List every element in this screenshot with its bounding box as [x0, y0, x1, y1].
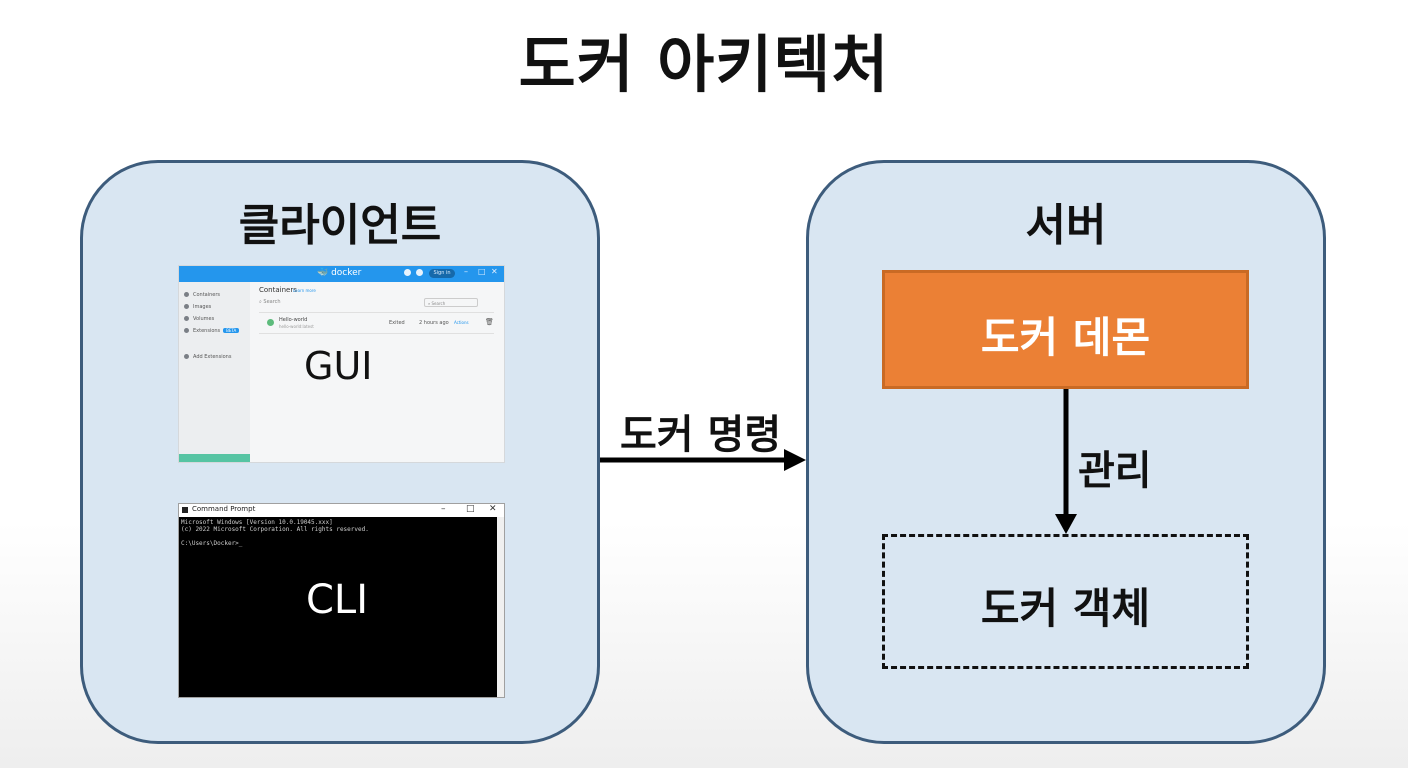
server-title: 서버	[1025, 200, 1107, 251]
cli-window: Command Prompt – □ ✕ Microsoft Windows […	[178, 503, 505, 698]
gui-window: 🐳 docker Sign in – □ ✕ Containers Images…	[178, 265, 505, 463]
sidebar-item-images: Images	[184, 304, 211, 310]
cli-label: CLI	[306, 577, 369, 623]
cli-scrollbar	[497, 517, 504, 697]
diagram-title: 도커 아키텍처	[518, 28, 890, 101]
close-icon: ✕	[489, 504, 497, 514]
container-actions: Actions	[454, 320, 469, 325]
cli-line-2: (c) 2022 Microsoft Corporation. All righ…	[181, 526, 369, 533]
containers-icon	[184, 292, 189, 297]
manage-edge-label: 관리	[1078, 448, 1152, 494]
cli-line-3: C:\Users\Docker>_	[181, 540, 243, 547]
add-icon	[184, 354, 189, 359]
gui-green-strip	[179, 454, 250, 462]
gui-label: GUI	[304, 344, 373, 388]
container-time: 2 hours ago	[419, 320, 449, 326]
container-name: Hello-world	[279, 317, 308, 323]
sidebar-item-add-extensions: Add Extensions	[184, 354, 231, 360]
cmd-icon	[182, 507, 188, 513]
gui-titlebar: 🐳 docker Sign in – □ ✕	[179, 266, 504, 282]
gui-main-title: Containers	[259, 286, 297, 294]
docker-objects-box: 도커 객체	[882, 534, 1249, 669]
sidebar-item-volumes: Volumes	[184, 316, 214, 322]
beta-badge: BETA	[223, 328, 240, 333]
signin-button: Sign in	[429, 269, 455, 278]
client-title: 클라이언트	[238, 200, 442, 251]
search-icon: ⌕	[428, 301, 432, 306]
cli-titlebar: Command Prompt – □ ✕	[179, 504, 504, 517]
docker-objects-label: 도커 객체	[980, 584, 1151, 633]
minimize-icon: –	[464, 267, 468, 276]
command-edge-label: 도커 명령	[620, 412, 782, 458]
gui-learn-link: Learn more	[293, 288, 316, 293]
command-arrowhead	[784, 449, 806, 471]
volumes-icon	[184, 316, 189, 321]
container-status: Exited	[389, 320, 405, 326]
docker-logo-icon: 🐳 docker	[317, 268, 362, 278]
maximize-icon: □	[466, 504, 475, 514]
container-image: hello-world:latest	[279, 324, 314, 329]
images-icon	[184, 304, 189, 309]
notification-icon	[416, 269, 423, 276]
gui-search: ⌕ Search	[259, 299, 281, 305]
trash-icon: 🗑	[485, 318, 494, 326]
docker-daemon-label: 도커 데몬	[980, 313, 1151, 362]
extensions-icon	[184, 328, 189, 333]
gui-search-box: ⌕ Search	[424, 298, 478, 307]
maximize-icon: □	[478, 267, 486, 276]
close-icon: ✕	[491, 267, 498, 276]
docker-daemon-box: 도커 데몬	[882, 270, 1249, 389]
search-icon: ⌕	[259, 299, 264, 305]
cli-line-1: Microsoft Windows [Version 10.0.19045.xx…	[181, 519, 333, 526]
settings-icon	[404, 269, 411, 276]
container-icon	[267, 319, 274, 326]
minimize-icon: –	[441, 504, 446, 514]
sidebar-item-containers: Containers	[184, 292, 220, 298]
manage-arrowhead	[1055, 514, 1077, 534]
cli-title: Command Prompt	[192, 505, 256, 513]
container-row: Hello-world hello-world:latest Exited 2 …	[259, 312, 494, 334]
